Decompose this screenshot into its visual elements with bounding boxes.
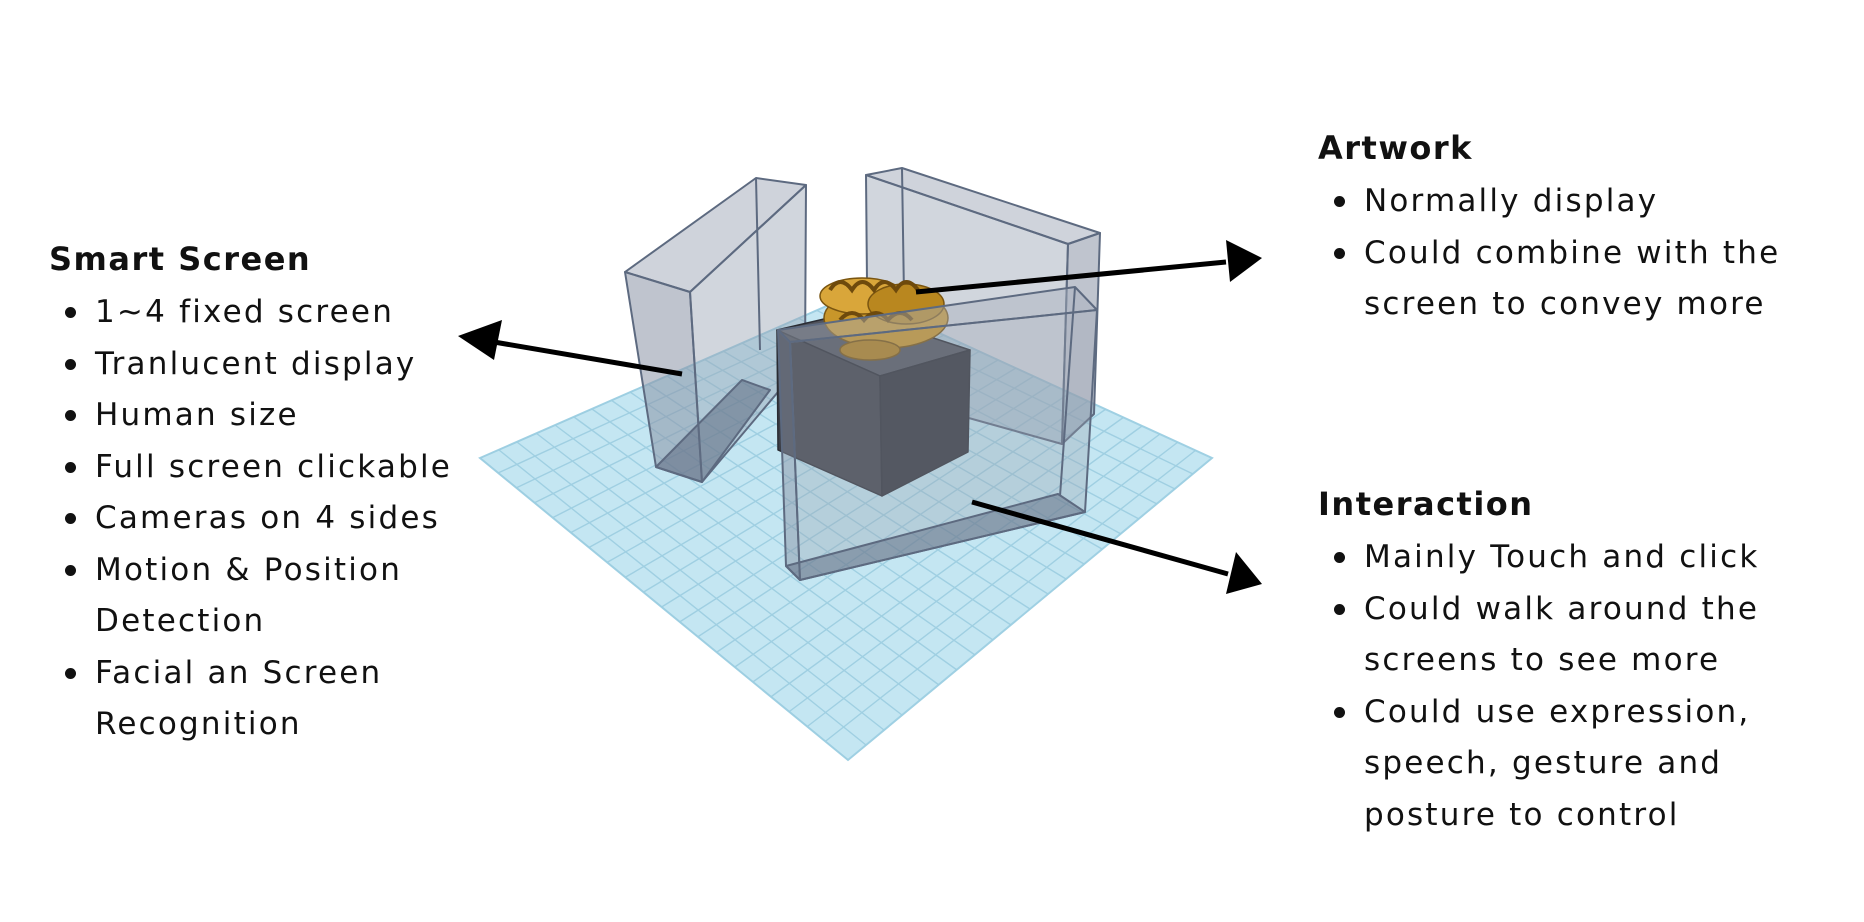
list-item: Human size <box>65 390 469 442</box>
interaction-list: Mainly Touch and click Could walk around… <box>1318 532 1858 841</box>
list-item: Could use expression, speech, gesture an… <box>1334 687 1858 842</box>
arrow-smart-screen <box>458 320 683 377</box>
screen-panel-front <box>777 286 1098 581</box>
artwork-title: Artwork <box>1318 129 1473 167</box>
list-item: Could walk around the screens to see mor… <box>1334 584 1858 687</box>
arrow-interaction <box>971 499 1262 594</box>
smart-screen-list: 1~4 fixed screen Tranlucent display Huma… <box>49 287 469 751</box>
list-item: Could combine with the screen to convey … <box>1334 228 1858 331</box>
artwork-sculpture <box>819 277 949 361</box>
list-item: Facial an Screen Recognition <box>65 648 469 751</box>
smart-screen-panel: Smart Screen 1~4 fixed screen Tranlucent… <box>49 237 469 751</box>
arrow-artwork <box>915 240 1262 295</box>
screen-panel-back-left <box>624 177 807 483</box>
artwork-panel: Artwork Normally display Could combine w… <box>1318 126 1858 331</box>
artwork-list: Normally display Could combine with the … <box>1318 176 1858 331</box>
list-item: Motion & Position Detection <box>65 545 469 648</box>
list-item: 1~4 fixed screen <box>65 287 469 339</box>
list-item: Mainly Touch and click <box>1334 532 1858 584</box>
interaction-title: Interaction <box>1318 485 1534 523</box>
list-item: Full screen clickable <box>65 442 469 494</box>
list-item: Tranlucent display <box>65 339 469 391</box>
list-item: Cameras on 4 sides <box>65 493 469 545</box>
smart-screen-title: Smart Screen <box>49 240 312 278</box>
interaction-panel: Interaction Mainly Touch and click Could… <box>1318 482 1858 841</box>
list-item: Normally display <box>1334 176 1858 228</box>
